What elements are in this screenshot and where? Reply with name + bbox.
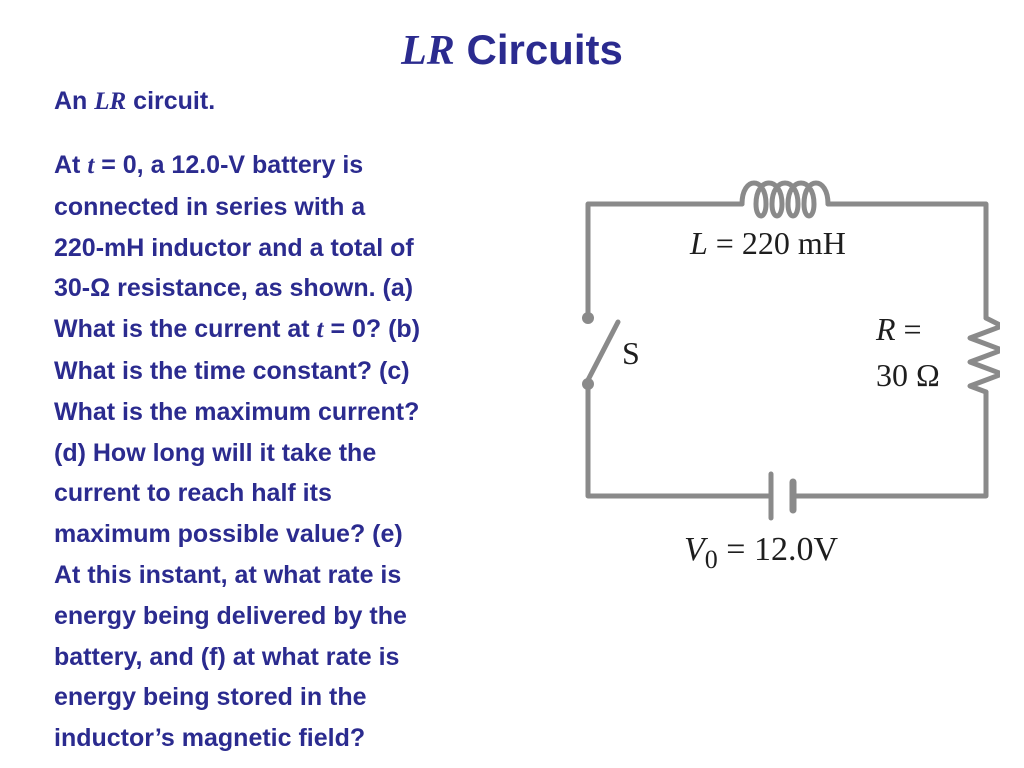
problem-line: What is the current at t = 0? (b) xyxy=(54,309,564,351)
problem-line-text: = 0? (b) xyxy=(323,315,421,344)
inductor-eq: = xyxy=(708,225,742,261)
switch-top-contact xyxy=(582,312,594,324)
battery-value: 12.0V xyxy=(754,531,839,568)
problem-line: What is the time constant? (c) xyxy=(54,351,564,392)
problem-line-text: maximum possible value? (e) xyxy=(54,520,403,549)
battery-subscript: 0 xyxy=(705,545,718,574)
battery-eq: = xyxy=(718,531,754,568)
inductor-coil xyxy=(739,180,831,219)
subtitle-pre: An xyxy=(54,87,95,115)
problem-line-text: current to reach half its xyxy=(54,479,332,508)
resistor-label-line1: R = xyxy=(875,311,922,347)
inductor-label: L = 220 mH xyxy=(689,225,846,261)
battery-label: V0 = 12.0V xyxy=(684,531,838,574)
problem-line: 30-Ω resistance, as shown. (a) xyxy=(54,268,564,309)
problem-line-text: inductor’s magnetic field? xyxy=(54,724,366,753)
subtitle-post: circuit. xyxy=(126,87,216,115)
inductor-symbol: L xyxy=(689,225,708,261)
resistor-zigzag xyxy=(967,315,1000,395)
problem-line-text: 220-mH inductor and a total of xyxy=(54,233,414,262)
problem-line: inductor’s magnetic field? xyxy=(54,718,564,759)
problem-line: 220-mH inductor and a total of xyxy=(54,228,564,269)
problem-line-text: energy being stored in the xyxy=(54,683,367,712)
problem-line-text: What is the current at xyxy=(54,315,317,344)
problem-line: At t = 0, a 12.0-V battery is xyxy=(54,145,564,187)
title-rest: Circuits xyxy=(454,26,623,73)
problem-line-text: 30-Ω resistance, as shown. (a) xyxy=(54,274,414,303)
problem-line-text: (d) How long will it take the xyxy=(54,438,377,467)
switch-bottom-contact xyxy=(582,378,594,390)
wire-bottom xyxy=(585,381,989,499)
problem-line-text: What is the maximum current? xyxy=(54,397,420,426)
resistor-symbol: R xyxy=(875,311,896,347)
problem-line: energy being stored in the xyxy=(54,677,564,718)
problem-line-text: At xyxy=(54,151,88,179)
time-variable: t xyxy=(87,152,95,179)
lr-circuit-diagram: L = 220 mH S R = 30 Ω V0 = 12.0V xyxy=(582,180,1000,574)
inductor-value: 220 mH xyxy=(742,225,846,261)
problem-line: At this instant, at what rate is xyxy=(54,555,564,596)
problem-line: battery, and (f) at what rate is xyxy=(54,637,564,678)
problem-line-text: What is the time constant? (c) xyxy=(54,356,410,385)
problem-line: energy being delivered by the xyxy=(54,596,564,637)
problem-line-text: energy being delivered by the xyxy=(54,601,407,630)
switch-blade xyxy=(585,319,621,383)
switch-label: S xyxy=(622,335,640,371)
title-lr: LR xyxy=(401,28,455,74)
time-variable: t xyxy=(316,316,324,344)
problem-line-text: = 0, a 12.0-V battery is xyxy=(94,151,364,179)
subtitle-lr: LR xyxy=(94,88,127,115)
problem-line: (d) How long will it take the xyxy=(54,433,564,474)
resistor-value: 30 Ω xyxy=(876,357,940,393)
problem-line: maximum possible value? (e) xyxy=(54,514,564,555)
resistor-eq: = xyxy=(896,311,922,347)
problem-line: What is the maximum current? xyxy=(54,392,564,433)
problem-line-text: At this instant, at what rate is xyxy=(54,560,402,589)
problem-line: connected in series with a xyxy=(54,187,564,228)
slide-subtitle: An LR circuit. xyxy=(54,84,215,119)
problem-line-text: connected in series with a xyxy=(54,192,366,221)
problem-line: current to reach half its xyxy=(54,473,564,514)
wire-top-right xyxy=(825,201,989,321)
slide-title: LR Circuits xyxy=(0,26,1024,75)
problem-text: At t = 0, a 12.0-V battery is connected i… xyxy=(54,145,564,759)
problem-line-text: battery, and (f) at what rate is xyxy=(54,642,400,671)
wire-top-left xyxy=(585,201,745,321)
